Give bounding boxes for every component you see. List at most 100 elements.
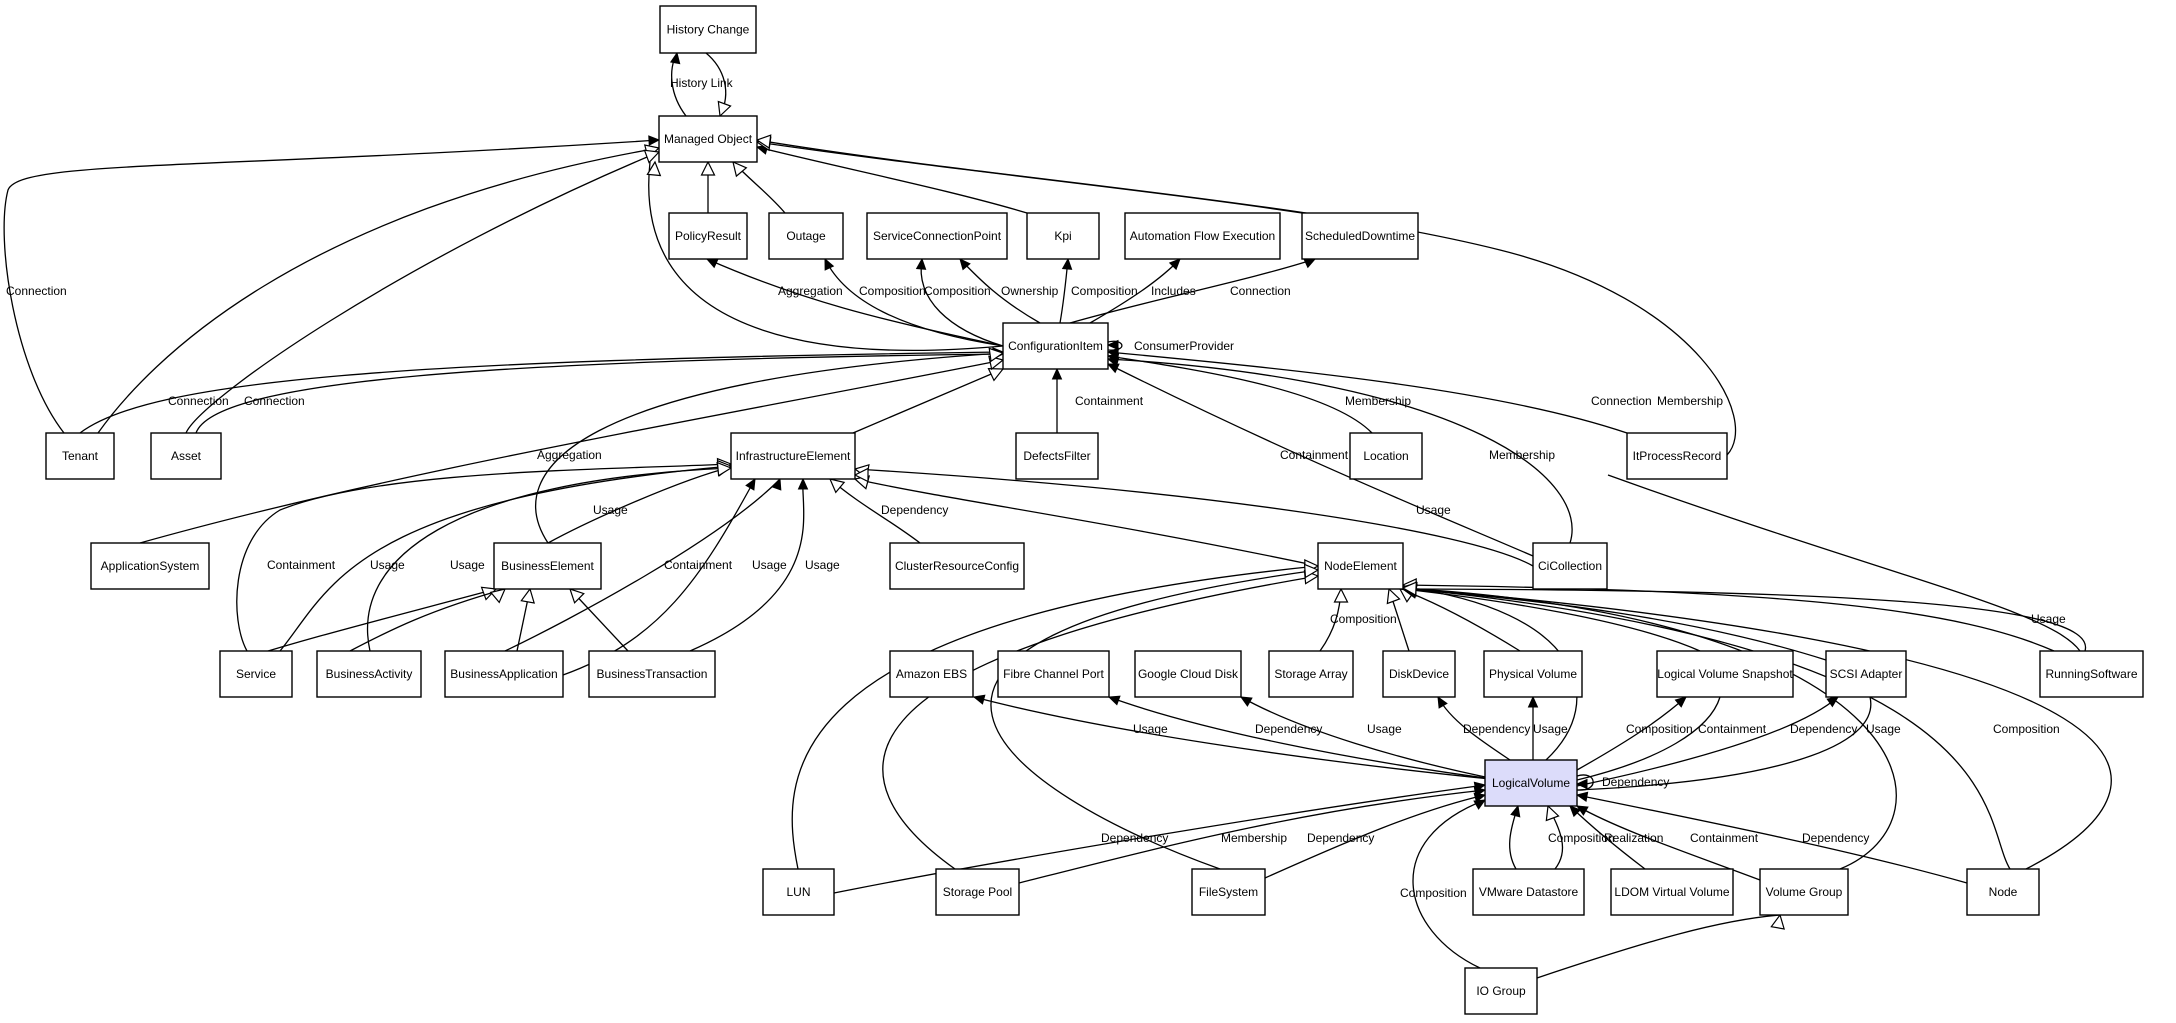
edge-line [1576,696,1687,771]
relationship-edge [1509,804,1521,870]
node-label: CiCollection [1538,559,1602,573]
node-storage-array[interactable]: Storage Array [1268,650,1354,698]
node-box [1966,868,2040,916]
node-configuration-item[interactable]: ConfigurationItem [1002,322,1109,370]
node-ci-collection[interactable]: CiCollection [1532,542,1608,590]
arrowhead-filled [1051,367,1063,380]
node-running-software[interactable]: RunningSoftware [2039,650,2144,698]
node-business-transaction[interactable]: BusinessTransaction [588,650,716,698]
node-history-change[interactable]: History Change [659,5,757,54]
edge-line [1402,587,2011,870]
node-label: Automation Flow Execution [1130,229,1275,243]
relationship-edge [990,563,1320,870]
relationship-edge [97,144,661,434]
edge-label-connection-asset-ci: Connection [244,394,305,408]
node-volume-group[interactable]: Volume Group [1759,868,1849,916]
node-service-connection-point[interactable]: ServiceConnectionPoint [866,212,1008,260]
node-application-system[interactable]: ApplicationSystem [90,542,210,590]
edge-line [1576,696,1839,787]
node-logical-volume-snapshot[interactable]: Logical Volume Snapshot [1656,650,1794,698]
node-vmware-datastore[interactable]: VMware Datastore [1472,868,1585,916]
node-infrastructure-element[interactable]: InfrastructureElement [730,432,856,480]
node-service[interactable]: Service [219,650,293,698]
edge-label-membership-pool: Membership [1221,831,1287,845]
edge-label-composition-node: Composition [1993,722,2060,736]
arrowhead-filled [1674,696,1687,708]
node-automation-flow-execution[interactable]: Automation Flow Execution [1124,212,1281,260]
node-box [1268,650,1354,698]
arrowhead-filled [1473,792,1487,803]
edge-line [1607,474,2081,652]
node-io-group[interactable]: IO Group [1464,967,1538,1015]
relationship-edge [1437,695,1511,761]
node-label: LogicalVolume [1492,776,1570,790]
edge-label-membership-ci-collection: Membership [1489,448,1555,462]
node-physical-volume[interactable]: Physical Volume [1483,650,1583,698]
node-node[interactable]: Node [1966,868,2040,916]
edge-line [185,151,660,434]
node-box [889,650,974,698]
node-box [658,115,758,163]
node-scsi-adapter[interactable]: SCSI Adapter [1825,650,1907,698]
arrowhead-filled [1575,791,1589,803]
relationship-edge [1527,695,1539,760]
node-fibre-channel-port[interactable]: Fibre Channel Port [997,650,1110,698]
edge-label-dependency-disk: Dependency [1463,722,1530,736]
relationship-edge [705,52,732,118]
arrowhead-filled [1569,805,1582,818]
node-location[interactable]: Location [1349,432,1423,480]
node-business-application[interactable]: BusinessApplication [444,650,564,698]
arrowhead-filled [1527,695,1539,708]
node-box [668,212,748,260]
node-file-system[interactable]: FileSystem [1191,868,1266,916]
node-box [762,868,835,916]
node-defects-filter[interactable]: DefectsFilter [1015,432,1099,480]
relationship-edge [547,462,733,544]
node-google-cloud-disk[interactable]: Google Cloud Disk [1134,650,1242,698]
edge-label-dependency-fcp: Dependency [1255,722,1322,736]
node-managed-object[interactable]: Managed Object [658,115,758,163]
node-tenant[interactable]: Tenant [45,432,115,480]
node-business-element[interactable]: BusinessElement [493,542,602,590]
arrowhead-filled [797,477,809,490]
node-business-activity[interactable]: BusinessActivity [316,650,422,698]
node-cluster-resource-config[interactable]: ClusterResourceConfig [889,542,1025,590]
relationship-edge [3,135,661,434]
node-outage[interactable]: Outage [768,212,844,260]
arrowhead-filled [1510,804,1521,818]
relationship-edge [1576,696,1839,787]
node-label: Logical Volume Snapshot [1657,667,1793,681]
edge-line [1107,363,1534,557]
node-it-process-record[interactable]: ItProcessRecord [1626,432,1728,480]
edge-line [973,696,1501,781]
node-box [1532,542,1608,590]
arrowhead-filled [1575,778,1588,790]
node-asset[interactable]: Asset [150,432,222,480]
node-amazon-ebs[interactable]: Amazon EBS [889,650,974,698]
node-scheduled-downtime[interactable]: ScheduledDowntime [1301,212,1419,260]
edge-label-containment-lvs: Containment [1698,722,1767,736]
node-box [90,542,210,590]
node-label: Managed Object [664,132,753,146]
arrowhead-filled [1106,363,1120,374]
node-logical-volume[interactable]: LogicalVolume [1484,759,1578,807]
relationship-edge [1264,792,1487,879]
arrowhead-filled [745,477,756,491]
node-policy-result[interactable]: PolicyResult [668,212,748,260]
node-storage-pool[interactable]: Storage Pool [935,868,1020,916]
node-lun[interactable]: LUN [762,868,835,916]
node-label: ApplicationSystem [101,559,200,573]
node-label: Google Cloud Disk [1138,667,1239,681]
node-label: Service [236,667,276,681]
edge-label-composition-outage: Composition [859,284,926,298]
node-ldom-virtual-volume[interactable]: LDOM Virtual Volume [1610,868,1734,916]
node-box [1759,868,1849,916]
edge-line [1069,258,1316,324]
edge-label-dependency-node: Dependency [1802,831,1869,845]
node-disk-device[interactable]: DiskDevice [1382,650,1456,698]
node-label: ConfigurationItem [1008,339,1103,353]
node-box [1002,322,1109,370]
relationship-edge [349,588,507,652]
node-kpi[interactable]: Kpi [1026,212,1100,260]
node-node-element[interactable]: NodeElement [1317,542,1404,590]
